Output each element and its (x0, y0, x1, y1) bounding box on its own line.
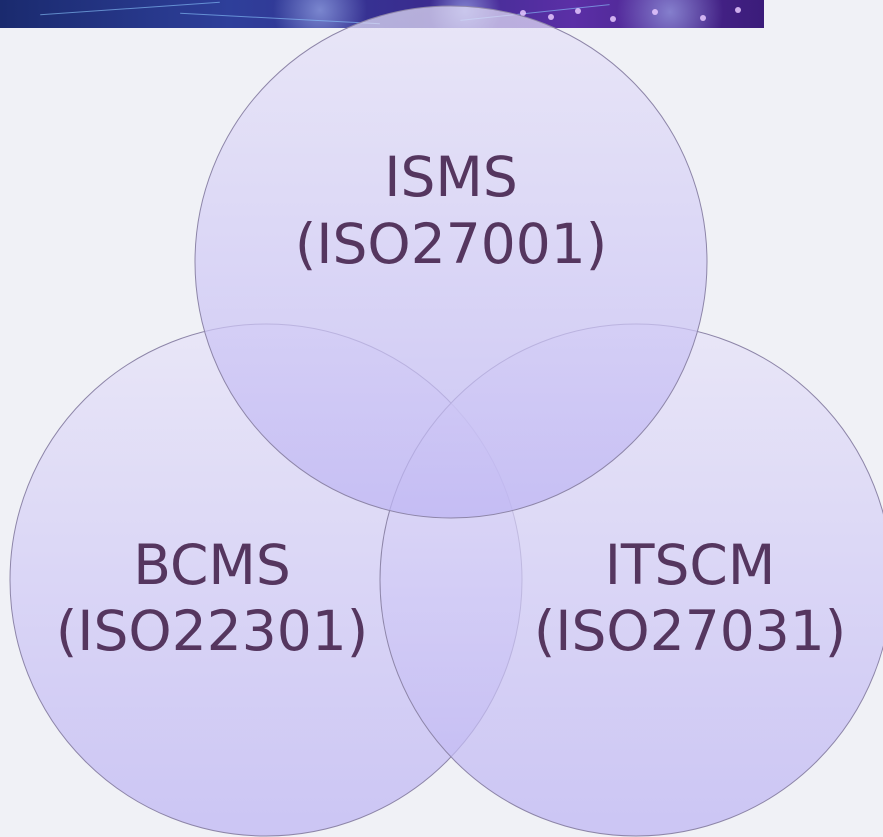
isms-standard: (ISO27001) (295, 212, 607, 276)
bcms-title: BCMS (133, 533, 291, 597)
header-banner-image (0, 0, 764, 28)
itscm-title: ITSCM (605, 533, 776, 597)
isms-title: ISMS (384, 145, 518, 209)
bcms-standard: (ISO22301) (56, 599, 368, 663)
isms-circle (194, 5, 708, 519)
itscm-standard: (ISO27031) (534, 599, 846, 663)
